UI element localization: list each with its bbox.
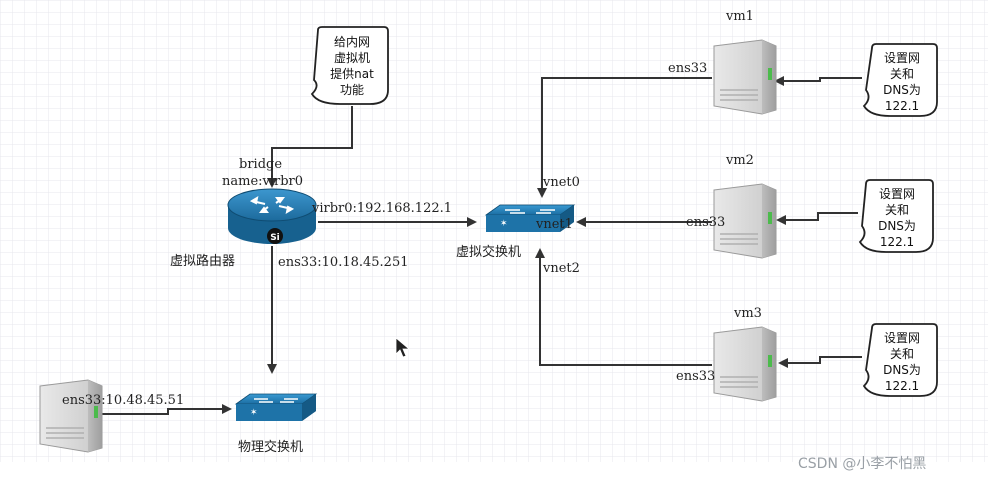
virtual-switch: ✶ [484,204,576,232]
vm3-note-line-3: DNS为 [883,363,921,377]
vm3-ens33-label: ens33 [676,369,715,384]
vm3-note-line-1: 设置网 [884,331,920,345]
physical-switch-arrows-icon [254,398,298,403]
link-nat-note-to-router [267,106,353,188]
vm1-note-line-3: DNS为 [883,83,921,97]
si-badge-icon [267,228,283,244]
bridge-label-line-2: name:virbr0 [222,174,303,189]
virtual-router: Si [227,188,317,244]
bridge-label-line-1: bridge [239,157,282,172]
vm1-server-icon [713,39,777,115]
link-vm3-to-virtual-switch [535,248,712,366]
mouse-cursor-icon [395,337,411,358]
vm3-note-line-2: 关和 [890,347,914,361]
vm1-note: 设置网 关和 DNS为 122.1 [862,43,938,117]
nat-note-line-4: 功能 [340,83,364,97]
vm2-server-icon [713,183,777,259]
vnet0-label: vnet0 [542,175,580,190]
physical-switch-label: 物理交换机 [238,439,303,455]
csdn-watermark: CSDN @小李不怕黑 [798,456,926,472]
virtual-switch-star-icon: ✶ [500,219,508,229]
vm1-note-line-2: 关和 [890,67,914,81]
vm1-note-line-1: 设置网 [884,51,920,65]
vm1-note-line-4: 122.1 [885,99,919,113]
link-note-to-vm3 [778,356,862,368]
vm3-note: 设置网 关和 DNS为 122.1 [862,323,938,397]
vm3-label: vm3 [733,306,762,321]
router-ens33-label: ens33:10.18.45.251 [278,255,409,270]
vm1-ens33-label: ens33 [668,61,707,76]
virtual-switch-label: 虚拟交换机 [456,244,521,260]
vm1-label: vm1 [725,9,754,24]
link-note-to-vm1 [774,76,862,86]
physical-switch: ✶ [234,393,318,421]
router-label: 虚拟路由器 [170,253,235,269]
vm2-label: vm2 [725,153,754,168]
vm2-note: 设置网 关和 DNS为 122.1 [858,179,934,253]
host-server-icon [39,379,103,453]
link-vm1-to-virtual-switch [537,77,712,198]
nat-note-line-1: 给内网 [334,35,370,49]
physical-switch-star-icon: ✶ [250,408,258,418]
vm3-server-icon [713,326,777,402]
router-arrows-icon [249,195,295,215]
nat-note-line-2: 虚拟机 [334,51,370,65]
link-host-to-physical-switch [102,404,232,415]
vm2-note-line-1: 设置网 [879,187,915,201]
vm2-note-line-4: 122.1 [880,235,914,249]
nat-note: 给内网 虚拟机 提供nat 功能 [310,26,389,105]
vm3-note-line-4: 122.1 [885,379,919,393]
nat-note-line-3: 提供nat [330,66,374,81]
host-ens33-label: ens33:10.48.45.51 [62,393,184,408]
vm2-ens33-label: ens33 [686,215,725,230]
vnet1-label: vnet1 [535,217,573,232]
virtual-switch-arrows-icon [505,209,555,214]
vm2-note-line-3: DNS为 [878,219,916,233]
vm2-note-line-2: 关和 [885,203,909,217]
link-note-to-vm2 [776,212,858,225]
si-badge-text: Si [270,233,280,243]
virbr0-interface-label: virbr0:192.168.122.1 [311,201,452,216]
vnet2-label: vnet2 [542,261,580,276]
